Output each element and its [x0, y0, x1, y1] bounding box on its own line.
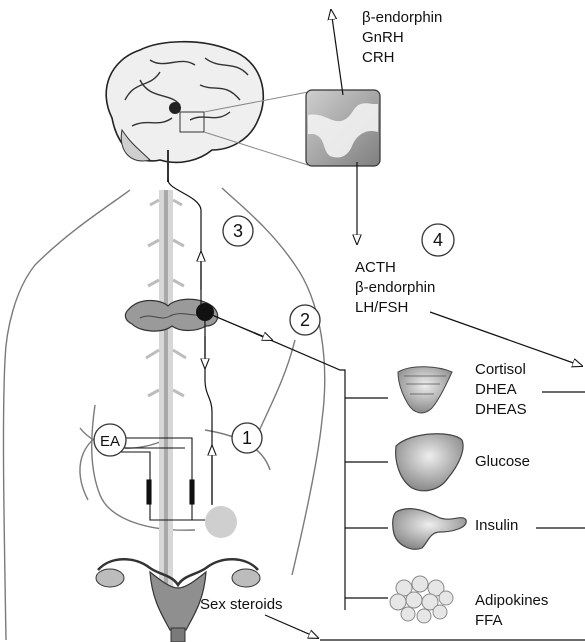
adrenal-output-2: DHEA — [475, 381, 517, 398]
step-1-label: 1 — [242, 428, 252, 448]
sex-steroids-pointer — [265, 615, 318, 638]
adipose-output-2: FFA — [475, 612, 503, 629]
step-3-label: 3 — [233, 221, 243, 241]
pituitary-hormone-2: β-endorphin — [355, 279, 435, 296]
pancreas-icon — [393, 509, 466, 550]
nerve-node — [196, 303, 214, 321]
spinal-cord — [146, 190, 186, 610]
ea-label: EA — [100, 433, 120, 450]
pituitary-hormone-3: LH/FSH — [355, 299, 408, 316]
sympathetic-outflow — [210, 314, 345, 610]
pituitary-zoom-icon — [306, 90, 380, 166]
brain-icon — [106, 42, 263, 182]
hypothalamus-hormone-3: CRH — [362, 49, 395, 66]
step-4-label: 4 — [433, 230, 443, 250]
nerve-path-down — [205, 320, 212, 505]
pituitary-hormone-1: ACTH — [355, 259, 396, 276]
organ-branches — [345, 398, 388, 598]
adrenal-output-3: DHEAS — [475, 401, 527, 418]
sympathetic-arrow — [214, 316, 272, 340]
liver-icon — [396, 434, 463, 491]
sex-steroids-label: Sex steroids — [200, 596, 283, 613]
hypothalamus-hormone-2: GnRH — [362, 29, 404, 46]
hypothalamus-hormone-1: β-endorphin — [362, 9, 442, 26]
ea-wires — [110, 438, 205, 520]
adrenal-gland-icon — [398, 367, 452, 413]
circulation-arrow — [430, 312, 582, 366]
adrenal-output-1: Cortisol — [475, 361, 526, 378]
liver-output-1: Glucose — [475, 453, 530, 470]
hypothalamus-output-arrow — [331, 10, 343, 95]
adipose-tissue-icon — [390, 576, 453, 623]
acupoint — [205, 506, 237, 538]
step-2-label: 2 — [300, 310, 310, 330]
adipose-output-1: Adipokines — [475, 592, 548, 609]
pancreas-output-1: Insulin — [475, 517, 518, 534]
